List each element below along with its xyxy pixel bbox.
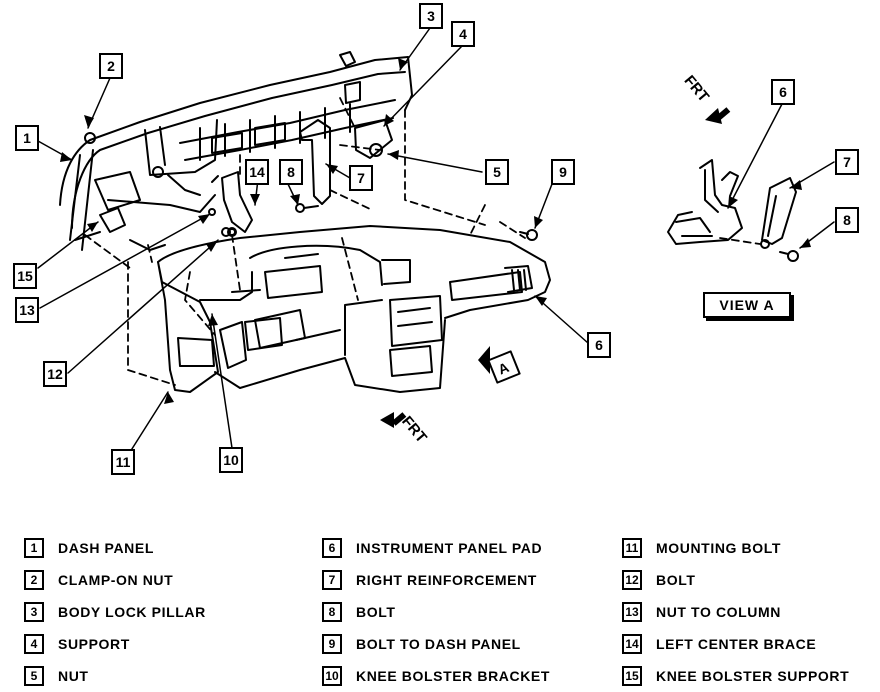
legend-label: SUPPORT (58, 636, 130, 652)
callout-number: 13 (19, 302, 35, 318)
view-a-callout-number: 7 (843, 154, 851, 170)
legend-item: 5 NUT (24, 665, 89, 687)
dash-panel-drawing (59, 51, 413, 251)
legend-item: 14 LEFT CENTER BRACE (622, 633, 816, 655)
legend-item: 8 BOLT (322, 601, 395, 623)
callout-13: 13 (15, 297, 39, 323)
legend-label: BOLT (656, 572, 696, 588)
legend-label: NUT TO COLUMN (656, 604, 781, 620)
legend-item: 3 BODY LOCK PILLAR (24, 601, 206, 623)
callout-number: 4 (459, 26, 467, 42)
legend-label: CLAMP-ON NUT (58, 572, 174, 588)
callout-number: 11 (116, 454, 131, 470)
legend-number: 2 (24, 570, 44, 590)
legend-label: DASH PANEL (58, 540, 154, 556)
callout-number: 15 (17, 268, 33, 284)
legend-number: 3 (24, 602, 44, 622)
legend-number: 14 (622, 634, 642, 654)
legend-number: 12 (622, 570, 642, 590)
legend-label: MOUNTING BOLT (656, 540, 781, 556)
callout-number: 8 (287, 164, 295, 180)
legend-label: KNEE BOLSTER SUPPORT (656, 668, 850, 684)
legend-label: INSTRUMENT PANEL PAD (356, 540, 543, 556)
view-a-marker (478, 346, 521, 384)
callout-number: 12 (47, 366, 63, 382)
legend-number: 10 (322, 666, 342, 686)
legend-number: 6 (322, 538, 342, 558)
view-a-label: VIEW A (703, 292, 791, 318)
callout-11: 11 (111, 449, 135, 475)
callout-15: 15 (13, 263, 37, 289)
legend-label: LEFT CENTER BRACE (656, 636, 817, 652)
legend-item: 4 SUPPORT (24, 633, 130, 655)
view-a-callout-6: 6 (771, 79, 795, 105)
callout-6: 6 (587, 332, 611, 358)
callout-12: 12 (43, 361, 67, 387)
callout-5: 5 (485, 159, 509, 185)
callout-number: 5 (493, 164, 501, 180)
legend-item: 9 BOLT TO DASH PANEL (322, 633, 521, 655)
legend-item: 15 KNEE BOLSTER SUPPORT (622, 665, 849, 687)
legend-label: BOLT TO DASH PANEL (356, 636, 521, 652)
legend-number: 1 (24, 538, 44, 558)
callout-2: 2 (99, 53, 123, 79)
instrument-panel-drawing (157, 225, 551, 393)
view-a-callout-number: 6 (779, 84, 787, 100)
legend-item: 6 INSTRUMENT PANEL PAD (322, 537, 542, 559)
callout-number: 2 (107, 58, 115, 74)
legend-label: BODY LOCK PILLAR (58, 604, 206, 620)
callout-number: 10 (223, 452, 239, 468)
view-a-callout-8: 8 (835, 207, 859, 233)
callout-number: 6 (595, 337, 603, 353)
callout-10: 10 (219, 447, 243, 473)
callout-number: 7 (357, 170, 365, 186)
legend-number: 5 (24, 666, 44, 686)
view-a-callout-7: 7 (835, 149, 859, 175)
view-a-detail-drawing (667, 159, 799, 262)
callout-number: 1 (23, 130, 31, 146)
legend-item: 10 KNEE BOLSTER BRACKET (322, 665, 550, 687)
legend-label: RIGHT REINFORCEMENT (356, 572, 537, 588)
frt-arrows (380, 107, 731, 428)
legend-item: 11 MOUNTING BOLT (622, 537, 781, 559)
callout-number: 3 (427, 8, 435, 24)
legend-number: 13 (622, 602, 642, 622)
legend-number: 9 (322, 634, 342, 654)
legend-number: 8 (322, 602, 342, 622)
legend-number: 11 (622, 538, 642, 558)
legend-item: 2 CLAMP-ON NUT (24, 569, 173, 591)
view-a-callout-number: 8 (843, 212, 851, 228)
legend-label: KNEE BOLSTER BRACKET (356, 668, 551, 684)
legend-item: 12 BOLT (622, 569, 695, 591)
callout-8: 8 (279, 159, 303, 185)
callout-3: 3 (419, 3, 443, 29)
callout-4: 4 (451, 21, 475, 47)
callout-7: 7 (349, 165, 373, 191)
legend-item: 13 NUT TO COLUMN (622, 601, 781, 623)
callout-1: 1 (15, 125, 39, 151)
legend-label: BOLT (356, 604, 396, 620)
legend-item: 7 RIGHT REINFORCEMENT (322, 569, 537, 591)
callout-9: 9 (551, 159, 575, 185)
legend-item: 1 DASH PANEL (24, 537, 154, 559)
callout-number: 9 (559, 164, 567, 180)
arrow-heads (60, 58, 811, 404)
dashed-alignment-lines (84, 97, 761, 386)
legend-label: NUT (58, 668, 89, 684)
callout-14: 14 (245, 159, 269, 185)
legend-number: 4 (24, 634, 44, 654)
hardware-bolts (84, 132, 538, 241)
frt-label-view-a: FRT (681, 72, 713, 105)
callout-number: 14 (249, 164, 265, 180)
legend-number: 15 (622, 666, 642, 686)
legend-number: 7 (322, 570, 342, 590)
